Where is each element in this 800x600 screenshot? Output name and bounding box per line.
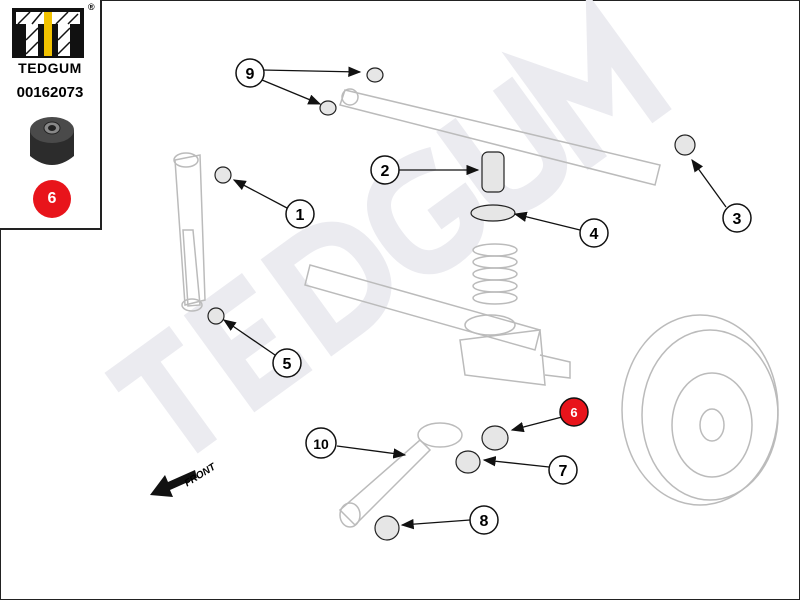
- brand-name: TEDGUM: [18, 60, 82, 76]
- svg-text:4: 4: [590, 226, 599, 243]
- part-number: 00162073: [16, 84, 84, 101]
- registered-mark: ®: [88, 2, 95, 12]
- front-arrow-icon: [150, 470, 197, 497]
- callout-3[interactable]: 3: [722, 203, 752, 233]
- svg-text:10: 10: [313, 436, 329, 452]
- suspension-parts: [173, 88, 779, 528]
- bushings: [207, 67, 696, 541]
- item-number-badge: 6: [33, 180, 71, 218]
- callout-10[interactable]: 10: [305, 427, 337, 459]
- svg-text:9: 9: [246, 66, 255, 83]
- callout-8[interactable]: 8: [469, 505, 499, 535]
- callout-2[interactable]: 2: [370, 155, 400, 185]
- bushing-product-image: [30, 117, 74, 165]
- callout-1[interactable]: 1: [285, 199, 315, 229]
- callout-6-highlighted[interactable]: 6: [559, 397, 589, 427]
- callout-5[interactable]: 5: [272, 348, 302, 378]
- callout-7[interactable]: 7: [548, 455, 578, 485]
- svg-text:5: 5: [283, 356, 292, 373]
- callout-arrows: [222, 66, 727, 530]
- svg-text:7: 7: [559, 463, 568, 480]
- callout-9[interactable]: 9: [235, 58, 265, 88]
- svg-text:8: 8: [480, 513, 489, 530]
- svg-text:6: 6: [570, 405, 577, 420]
- svg-text:2: 2: [381, 163, 390, 180]
- svg-text:1: 1: [296, 207, 305, 224]
- product-panel: ® TEDGUM 00162073 6: [0, 0, 102, 230]
- tedgum-logo: [12, 8, 84, 58]
- callout-4[interactable]: 4: [579, 218, 609, 248]
- svg-text:3: 3: [733, 211, 742, 228]
- watermark-logo: [104, 0, 672, 454]
